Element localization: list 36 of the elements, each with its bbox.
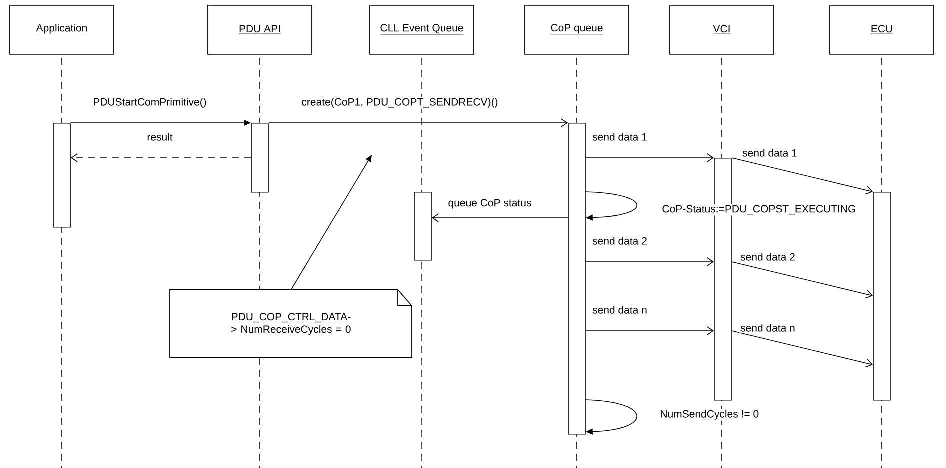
- participant-box: CoP queue: [524, 5, 630, 55]
- message-label: create(CoP1, PDU_COPT_SENDRECV)(): [300, 97, 500, 109]
- participant-box: Application: [10, 5, 114, 55]
- self-message-arrow: [586, 400, 638, 435]
- message-label: send data n: [740, 323, 796, 333]
- message-arrow: [268, 118, 568, 128]
- message-arrow: [586, 154, 714, 162]
- message-label: NumSendCycles != 0: [659, 409, 760, 421]
- message-label: CoP-Status:=PDU_COPST_EXECUTING: [661, 204, 858, 216]
- message-label: send data 1: [592, 132, 648, 142]
- activation-bar: [414, 192, 432, 261]
- message-label: queue CoP status: [447, 198, 533, 210]
- participant-box: VCI: [670, 5, 774, 55]
- message-label: send data 2: [740, 252, 796, 262]
- message-label: send data 1: [742, 148, 798, 158]
- leader-line: [290, 155, 372, 290]
- message-label: send data n: [592, 305, 648, 315]
- message-label: PDUStartComPrimitive(): [92, 97, 208, 109]
- activation-bar: [568, 123, 586, 435]
- note: PDU_COP_CTRL_DATA-> NumReceiveCycles = 0: [170, 290, 412, 358]
- message-arrow: [732, 330, 874, 368]
- message-label: send data 2: [592, 236, 648, 246]
- message-arrow: [586, 258, 714, 266]
- activation-bar: [251, 123, 269, 193]
- message-arrow: [586, 326, 714, 336]
- return-arrow: [70, 154, 252, 162]
- participant-box: ECU: [830, 5, 934, 55]
- message-arrow: [432, 214, 568, 222]
- participant-box: CLL Event Queue: [370, 5, 474, 55]
- activation-bar: [53, 123, 71, 228]
- self-message-arrow: [586, 192, 638, 221]
- message-arrow: [732, 262, 874, 299]
- activation-bar: [873, 192, 891, 401]
- participant-box: PDU API: [208, 5, 312, 55]
- message-arrow: [732, 158, 874, 195]
- message-label: result: [146, 132, 174, 142]
